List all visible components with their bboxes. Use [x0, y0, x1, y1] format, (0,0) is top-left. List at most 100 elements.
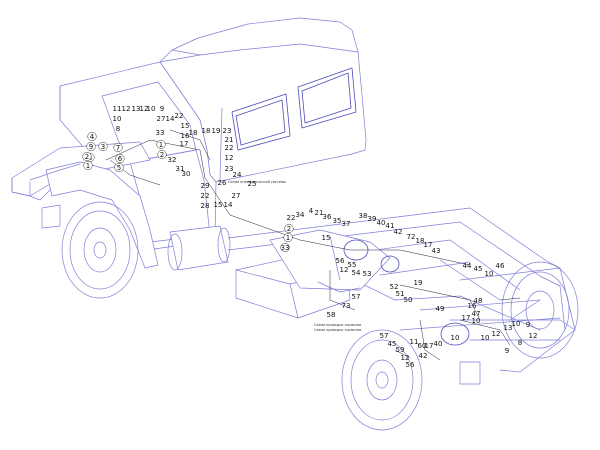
- receiver-end-right: [217, 227, 231, 263]
- callout-label: 44: [463, 262, 472, 270]
- callout-circle: [98, 141, 108, 152]
- line-seg-2: [499, 297, 521, 301]
- rear-tire-far: [501, 261, 579, 359]
- differential: [440, 322, 470, 346]
- callout-label: 5: [117, 164, 121, 172]
- receiver-body: [169, 225, 229, 271]
- front-tire-inner: [69, 210, 131, 290]
- rear-tire-near-inner: [350, 339, 414, 421]
- rear-feed-line: [399, 284, 481, 321]
- side-window-rear-inner: [301, 72, 352, 124]
- frame-rail-inner: [227, 221, 566, 331]
- callout-label: 51: [396, 290, 405, 298]
- callout-label: 14: [166, 115, 175, 123]
- callout-label: 9: [505, 347, 509, 355]
- frame-cross-3: [419, 299, 541, 311]
- transmission-end: [380, 255, 400, 273]
- callout-label: 18: [416, 237, 425, 245]
- callout-label: 21: [315, 209, 324, 217]
- callout-circle: [114, 162, 124, 173]
- axle-line-2: [459, 319, 511, 346]
- callout-label: 8: [116, 125, 120, 133]
- callout-label: 33: [156, 129, 165, 137]
- callout-label: 27: [232, 192, 241, 200]
- front-wheel: [61, 201, 139, 299]
- engine-assembly: [269, 229, 400, 293]
- engine-line: [329, 235, 341, 281]
- callout-label: 17: [425, 342, 434, 350]
- callout-label: 11: [410, 338, 419, 346]
- callout-label: 41: [386, 222, 395, 230]
- callout-label: 17: [462, 314, 471, 322]
- callout-label: 52: [390, 283, 399, 291]
- callout-label: 22: [201, 192, 210, 200]
- callout-label: 1: [86, 162, 90, 170]
- callout-label: 35: [333, 217, 342, 225]
- callout-label: 1: [286, 234, 290, 242]
- callout-label: 18: [202, 127, 211, 135]
- callout-label: 60: [418, 342, 427, 350]
- callout-label: 22: [287, 214, 296, 222]
- callout-label: 10: [451, 334, 460, 342]
- callout-label: 15: [181, 122, 190, 130]
- callout-label: 9: [89, 143, 93, 151]
- callout-label: 14: [224, 201, 233, 209]
- callout-label: 59: [396, 346, 405, 354]
- callout-label: 12: [225, 154, 234, 162]
- rear-axle: [399, 259, 561, 385]
- cab-roof-edge: [159, 43, 359, 63]
- callout-label: 19: [212, 127, 221, 135]
- callout-label: 58: [327, 311, 336, 319]
- engine-block: [269, 229, 391, 291]
- callout-label: 56: [336, 257, 345, 265]
- callout-label: 3: [101, 143, 105, 151]
- front-fender: [45, 161, 159, 269]
- callout-label: 6: [118, 155, 123, 163]
- air-lines: [105, 129, 521, 361]
- callout-label: 56: [406, 361, 415, 369]
- rear-rim-near: [366, 359, 398, 401]
- callout-circle: [82, 151, 92, 162]
- callout-label: 24: [233, 171, 242, 179]
- callout-label: 4: [309, 207, 314, 215]
- callout-label: 57: [380, 332, 389, 340]
- rear-cross: [449, 319, 576, 331]
- callout-label: 42: [394, 228, 403, 236]
- callout-label: 7: [116, 144, 120, 152]
- callout-label: 10: [113, 115, 122, 123]
- callout-label: 12: [122, 105, 131, 113]
- callout-label: 72: [407, 233, 416, 241]
- callout-label: 2: [160, 151, 164, 159]
- callout-label: 18: [189, 129, 198, 137]
- callout-label: 16: [181, 132, 190, 140]
- callout-label: 27: [157, 115, 166, 123]
- callout-circle: [87, 131, 97, 142]
- callout-label: 30: [182, 170, 191, 178]
- callout-circle: [86, 141, 96, 152]
- callout-label: 40: [377, 219, 386, 227]
- callout-label: 43: [432, 247, 441, 255]
- side-window-front: [231, 93, 291, 151]
- rear-tire-near: [341, 329, 423, 431]
- callout-label: 10: [147, 105, 156, 113]
- callout-label: 38: [359, 212, 368, 220]
- callout-label: 12: [340, 266, 349, 274]
- callout-label: 40: [434, 340, 443, 348]
- note-frame: Схема проводки тормозов: [314, 323, 361, 327]
- drive-shaft: [439, 259, 501, 301]
- front-box: [41, 204, 61, 229]
- callout-label: 19: [414, 279, 423, 287]
- callout-label: 28: [201, 202, 210, 210]
- frame-cross-2: [379, 261, 471, 276]
- callout-label: 22: [175, 112, 184, 120]
- rear-tire-far-inner: [510, 271, 570, 349]
- callout-label: 21: [225, 136, 234, 144]
- engine-bottom: [317, 281, 361, 293]
- callout-label: 1: [159, 141, 163, 149]
- line-seg: [394, 349, 411, 359]
- callout-label: 33: [281, 244, 290, 252]
- callout-label: 22: [225, 144, 234, 152]
